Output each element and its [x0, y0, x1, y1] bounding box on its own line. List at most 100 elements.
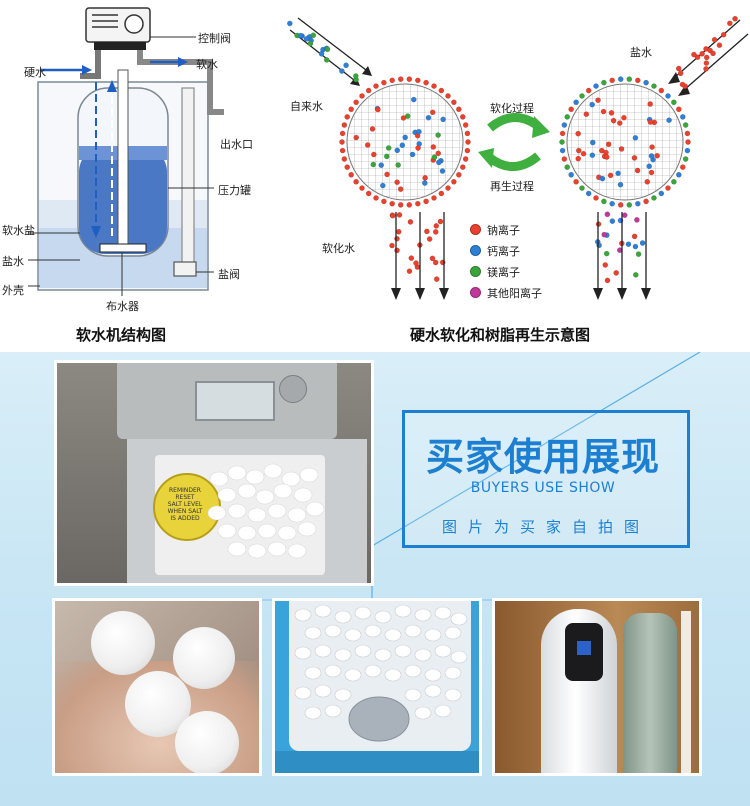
ion-dot	[649, 144, 655, 150]
ion-dot	[373, 195, 379, 201]
photo-salt-balls	[52, 598, 262, 776]
ion-dot	[408, 255, 415, 261]
resin-ball-softening	[346, 83, 464, 201]
ion-dot	[318, 50, 325, 57]
ion-dot	[632, 135, 639, 141]
ion-dot	[720, 31, 727, 38]
label-pressure-tank: 压力罐	[218, 184, 251, 197]
photo-brine-tank	[272, 598, 482, 776]
buyers-show-panel: REMINDER RESET SALT LEVEL WHEN SALT IS A…	[0, 352, 750, 806]
ion-dot	[395, 162, 401, 168]
softener-structure-diagram	[28, 7, 224, 296]
ion-dot	[381, 198, 387, 205]
ion-dot	[671, 99, 677, 106]
brine-valve-box	[173, 261, 197, 277]
ion-dot	[658, 87, 665, 94]
ion-dot	[456, 171, 462, 178]
distributor-bar	[99, 243, 147, 253]
structure-caption: 软水机结构图	[76, 326, 167, 344]
ion-dot	[608, 110, 615, 116]
ion-dot	[440, 116, 446, 123]
ion-dot	[621, 212, 628, 218]
ion-dot	[365, 190, 372, 197]
ion-dot	[568, 171, 574, 178]
ion-dot	[658, 190, 665, 197]
ion-legend: 钠离子 钙离子 镁离子 其他阳离子	[470, 222, 580, 306]
ion-dot	[353, 99, 359, 106]
ion-dot	[431, 83, 437, 89]
ion-dot	[397, 202, 404, 208]
ion-dot	[648, 169, 655, 176]
buyers-subtitle: BUYERS USE SHOW	[470, 480, 616, 496]
ion-dot	[433, 276, 440, 282]
ion-dot	[439, 168, 446, 174]
ion-dot	[559, 130, 566, 137]
ion-dot	[413, 260, 419, 266]
regeneration-cycle-arrow	[487, 152, 541, 171]
ion-dot	[691, 51, 697, 58]
ion-dot	[615, 170, 621, 177]
ion-dot	[651, 83, 657, 89]
ion-dot	[610, 117, 617, 124]
ion-dot	[353, 178, 359, 185]
ion-dot	[635, 77, 641, 84]
ion-dot	[643, 198, 649, 205]
ion-dot	[596, 242, 602, 249]
ion-dot	[605, 141, 612, 148]
ion-dot	[682, 156, 689, 162]
ion-dot	[631, 155, 638, 161]
ion-dot	[464, 147, 471, 154]
ion-dot	[679, 164, 686, 170]
ion-dot	[573, 99, 579, 106]
ion-dot	[732, 15, 738, 22]
ion-dot	[643, 79, 649, 86]
ion-dot	[589, 139, 596, 146]
ion-dot	[303, 36, 310, 42]
ion-dot	[385, 145, 392, 151]
ion-dot	[634, 217, 640, 223]
ion-dot	[389, 200, 395, 207]
ion-dot	[416, 128, 422, 135]
ion-dot	[727, 20, 733, 27]
ion-dot	[459, 164, 466, 170]
label-control-valve: 控制阀	[198, 32, 231, 45]
ion-dot	[595, 97, 601, 103]
buyers-note: 图片为买家自拍图	[441, 518, 650, 536]
softening-cycle-arrow	[487, 113, 541, 132]
ion-dot	[679, 114, 686, 120]
ion-dot	[459, 114, 466, 120]
ion-dot	[339, 68, 345, 74]
ion-dot	[585, 190, 592, 197]
label-brine-in: 盐水	[630, 46, 652, 59]
ion-dot	[451, 178, 457, 185]
ion-dot	[415, 145, 421, 151]
label-brine: 盐水	[2, 255, 24, 268]
ion-dot	[561, 156, 568, 162]
ion-dot	[579, 185, 585, 191]
ion-dot	[341, 122, 348, 128]
ion-dot	[394, 147, 401, 154]
ion-dot	[437, 218, 444, 225]
ion-dot	[431, 154, 438, 160]
softening-process-diagram	[287, 15, 749, 300]
ion-dot	[580, 150, 587, 157]
ion-dot	[343, 62, 349, 69]
ion-dot	[685, 139, 691, 145]
ion-dot	[684, 130, 691, 137]
ion-dot	[677, 70, 684, 77]
ion-dot	[601, 231, 608, 238]
ion-dot	[399, 142, 406, 149]
ion-dot	[609, 77, 615, 84]
ion-dot	[435, 150, 442, 157]
ion-dot	[339, 147, 346, 154]
ion-dot	[579, 93, 585, 99]
ion-dot	[359, 185, 365, 191]
ion-dot	[635, 200, 641, 207]
ion-dot	[344, 114, 351, 120]
ion-dot	[436, 159, 442, 166]
ion-dot	[676, 171, 682, 178]
ion-dot	[339, 139, 345, 145]
ion-dot	[716, 42, 723, 49]
ion-dot	[647, 119, 654, 125]
ion-dot	[323, 57, 330, 63]
